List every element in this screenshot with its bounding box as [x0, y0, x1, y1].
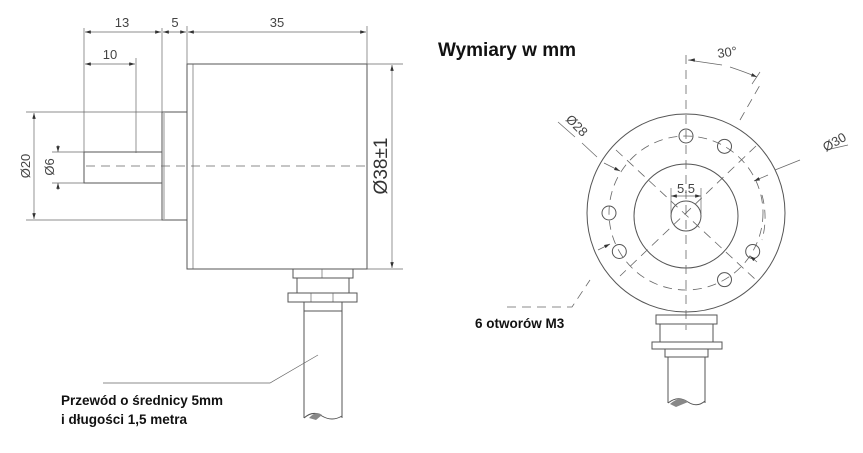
dim-shaft-label: 5.5: [677, 181, 695, 196]
cable: [303, 311, 343, 420]
dim-5-label: 5: [171, 15, 178, 30]
mounting-hole: [717, 272, 732, 288]
encoder-body: [186, 63, 368, 270]
dim-10-label: 10: [103, 47, 117, 62]
dim-13-label: 13: [115, 15, 129, 30]
cable-note-line1: Przewód o średnicy 5mm: [61, 393, 223, 408]
page-title: Wymiary w mm: [438, 40, 576, 61]
holes-note: 6 otworów M3: [475, 316, 565, 331]
front-view: 30° Ø28 Ø30 5.5 6 otworów M3: [475, 43, 849, 407]
dim-35-label: 35: [270, 15, 284, 30]
front-cable-gland: [651, 314, 723, 358]
mounting-hole: [601, 205, 617, 221]
mounting-hole: [717, 138, 732, 154]
dim-d6-label: Ø6: [42, 158, 57, 175]
cable-note-line2: i długości 1,5 metra: [61, 412, 188, 427]
dim-d20-label: Ø20: [18, 154, 33, 179]
shaft-outline: [670, 200, 702, 232]
front-cable: [667, 357, 706, 407]
mounting-hole: [678, 128, 694, 144]
cable-gland: [287, 268, 358, 312]
mounting-holes: [601, 128, 761, 288]
cable-leader-line: [103, 354, 319, 384]
mounting-hole: [745, 244, 761, 259]
dim-d38-label: Ø38±1: [371, 138, 392, 195]
dim-d28-label: Ø28: [563, 112, 591, 140]
mounting-hole: [611, 244, 627, 259]
angle-30-label: 30°: [716, 43, 738, 61]
dim-d30-label: Ø30: [820, 129, 849, 154]
side-view: 13 5 35 10 Ø20 Ø6 Ø38±1 Przewód o średni…: [18, 15, 403, 427]
shaft: [83, 151, 163, 184]
